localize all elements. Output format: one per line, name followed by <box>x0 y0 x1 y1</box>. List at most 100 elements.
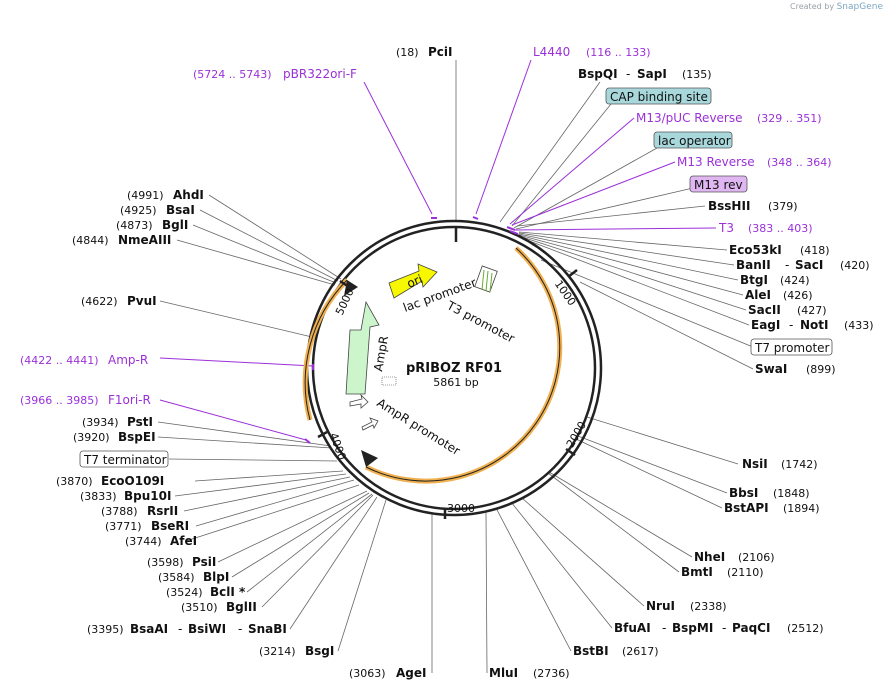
leader-line <box>521 497 645 607</box>
site-alei: AleI <box>745 288 771 302</box>
site-bsai: BsaI <box>166 203 195 217</box>
site-bcli-pos: (3524) <box>166 586 203 599</box>
t7-terminator-label: T7 terminator <box>83 453 167 467</box>
primer-ampr: Amp-R <box>108 353 148 367</box>
primer-pbr322-range: (5724 .. 5743) <box>193 68 272 81</box>
primer-leader-line <box>159 357 314 367</box>
site-bspmi: BspMI <box>672 621 713 635</box>
site-swai-pos: (899) <box>806 363 836 376</box>
primer-m13rev: M13 Reverse <box>677 155 755 169</box>
leader-line <box>579 281 754 370</box>
site-bbsi-pos: (1848) <box>773 487 810 500</box>
site-mlui-pos: (2736) <box>533 667 570 680</box>
dotted-feature <box>381 376 397 386</box>
site-pcii-pos: (18) <box>396 46 419 59</box>
site-blpi: BlpI <box>203 570 229 584</box>
site-bglii-pos: (3510) <box>181 601 218 614</box>
site-rsrii: RsrII <box>147 504 178 518</box>
site-psti-pos: (3934) <box>82 416 119 429</box>
m13-rev-label: M13 rev <box>694 178 743 192</box>
leader-line <box>586 416 739 465</box>
site-bsgi: BsgI <box>305 644 334 658</box>
site-bsshii-pos: (379) <box>768 200 798 213</box>
leader-line <box>157 421 332 447</box>
site-banii-pos: (420) <box>840 259 870 272</box>
site-sep: - <box>789 318 793 332</box>
site-agei-pos: (3063) <box>349 667 386 680</box>
site-bsaai: BsaAI <box>130 622 168 636</box>
leader-line <box>157 436 333 449</box>
site-btgi-pos: (424) <box>780 274 810 287</box>
primer-f1ori-range: (3966 .. 3985) <box>20 394 99 407</box>
ampr-arrow <box>345 300 380 395</box>
leader-line <box>199 209 339 282</box>
primer-leader-lines <box>159 59 717 441</box>
primer-l4440: L4440 <box>533 45 570 59</box>
leader-line <box>194 470 344 482</box>
site-bsgi-pos: (3214) <box>259 645 296 658</box>
leader-line <box>195 479 355 527</box>
site-btgi: BtgI <box>740 273 768 287</box>
leader-line <box>510 501 613 629</box>
ori-arrow <box>388 263 438 299</box>
site-sep: - <box>178 622 182 636</box>
site-labels: (18) PciI BspQI - SapI (135) BssHII (379… <box>56 45 874 680</box>
site-nsii-pos: (1742) <box>781 458 818 471</box>
site-bgli: BglI <box>162 218 188 232</box>
primer-leader-line <box>511 161 676 226</box>
site-ecoo109i: EcoO109I <box>101 474 164 488</box>
primer-leader-line <box>475 59 532 215</box>
primer-m13puc-range: (329 .. 351) <box>757 112 822 125</box>
site-bspqi-pos: (135) <box>682 68 712 81</box>
primer-ampr-range: (4422 .. 4441) <box>20 354 99 367</box>
lac-operator-box <box>653 131 733 149</box>
site-bstapi: BstAPI <box>724 501 769 515</box>
site-nsii: NsiI <box>742 457 768 471</box>
leader-line <box>231 492 370 578</box>
orange-arc-large-line <box>365 247 561 482</box>
leader-line <box>185 484 360 542</box>
site-bbsi: BbsI <box>729 486 758 500</box>
site-mlui: MluI <box>489 666 518 680</box>
site-bstbi: BstBI <box>573 644 609 658</box>
site-bspei-pos: (3920) <box>73 431 110 444</box>
site-sapi: SapI <box>637 67 667 81</box>
primer-labels: L4440 (116 .. 133) M13/pUC Reverse (329 … <box>20 45 832 407</box>
primer-leader-line <box>159 399 307 441</box>
leader-line <box>217 490 368 563</box>
tick-marks <box>317 269 578 519</box>
leader-line <box>548 471 693 558</box>
site-eco53ki: Eco53kI <box>729 243 782 257</box>
site-ecoo109i-pos: (3870) <box>56 475 93 488</box>
site-paqci: PaqCI <box>732 621 770 635</box>
site-ahdi: AhdI <box>173 188 204 202</box>
primer-markers <box>304 216 519 444</box>
t3-promoter-label: T3 promoter <box>444 298 517 346</box>
primer-t3: T3 <box>718 221 734 235</box>
leader-line <box>575 438 723 509</box>
primer-pbr322: pBR322ori-F <box>283 67 357 81</box>
site-bpu10i: Bpu10I <box>124 489 171 503</box>
site-eco53ki-pos: (418) <box>800 244 830 257</box>
site-bstapi-pos: (1894) <box>783 502 820 515</box>
leader-line <box>540 259 754 348</box>
site-eagi: EagI <box>751 318 780 332</box>
primer-m13puc: M13/pUC Reverse <box>636 111 743 125</box>
site-agei: AgeI <box>396 666 426 680</box>
leader-line <box>577 435 728 494</box>
site-sep: - <box>238 622 242 636</box>
primer-leader-line <box>509 117 635 225</box>
orange-arc-small-line <box>304 279 348 421</box>
leader-line <box>289 496 378 630</box>
site-banii: BanII <box>736 258 771 272</box>
site-eagi-pos: (433) <box>844 319 874 332</box>
site-nrui-pos: (2338) <box>690 600 727 613</box>
small-arrow <box>361 417 379 431</box>
leader-line <box>547 472 680 573</box>
cap-binding-box <box>605 87 712 105</box>
site-psii-pos: (3598) <box>147 556 184 569</box>
leader-lines <box>157 60 754 674</box>
leader-line <box>261 494 374 608</box>
leader-line <box>518 236 750 326</box>
lac-operator-label: lac operator <box>658 134 731 148</box>
